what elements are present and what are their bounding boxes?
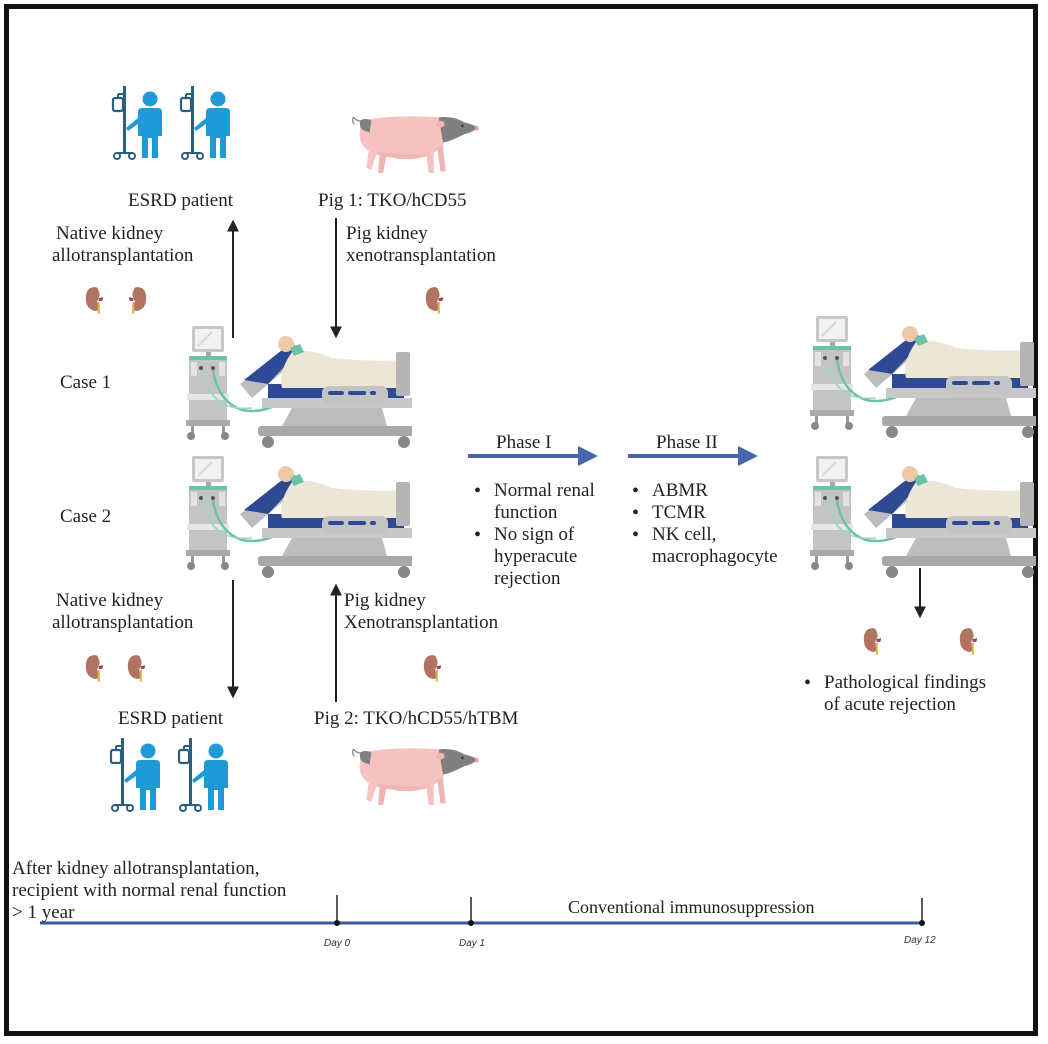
case1-patient-label: ESRD patient: [128, 190, 234, 211]
case2-label: Case 2: [60, 506, 112, 527]
timeline-span-label: Conventional immunosuppression: [568, 897, 815, 917]
phase2-bullets: ABMR TCMR NK cell,macrophagocyte: [626, 480, 778, 568]
phase1-title: Phase I: [496, 432, 552, 453]
phase2-title: Phase II: [656, 432, 718, 453]
case2-allo-label-1: Native kidney: [56, 590, 164, 611]
case2-patient-label: ESRD patient: [118, 708, 224, 729]
phase2-bullet: NK cell,macrophagocyte: [626, 524, 778, 568]
tick-dot-day-1: [468, 920, 474, 926]
timeline-pre-label-3: > 1 year: [12, 902, 75, 923]
case1-xeno-label-2: xenotransplantation: [346, 245, 496, 266]
case2-xeno-label-2: Xenotransplantation: [344, 612, 499, 633]
timeline-pre-label-1: After kidney allotransplantation,: [12, 858, 260, 879]
timeline-pre-label-2: recipient with normal renal function: [12, 880, 287, 901]
tick-label-day-0: Day 0: [324, 938, 351, 949]
case1-label: Case 1: [60, 372, 112, 393]
case1-allo-label-2: allotransplantation: [52, 245, 194, 266]
tick-label-day-1: Day 1: [459, 938, 486, 949]
case2-xeno-label-1: Pig kidney: [344, 590, 426, 611]
case2-pig-label: Pig 2: TKO/hCD55/hTBM: [314, 708, 519, 729]
case1-allo-label-1: Native kidney: [56, 223, 164, 244]
phase1-arrow-head: [578, 446, 598, 466]
case1-xeno-label-1: Pig kidney: [346, 223, 428, 244]
case1-pig-label: Pig 1: TKO/hCD55: [318, 190, 467, 211]
case2-allo-label-2: allotransplantation: [52, 612, 194, 633]
tick-label-day-12: Day 12: [904, 935, 936, 946]
phase2-bullet: TCMR: [626, 502, 778, 524]
phase2-bullet: ABMR: [626, 480, 778, 502]
tick-dot-day-0: [334, 920, 340, 926]
phase2-arrow-head: [738, 446, 758, 466]
tick-dot-day-12: [919, 920, 925, 926]
